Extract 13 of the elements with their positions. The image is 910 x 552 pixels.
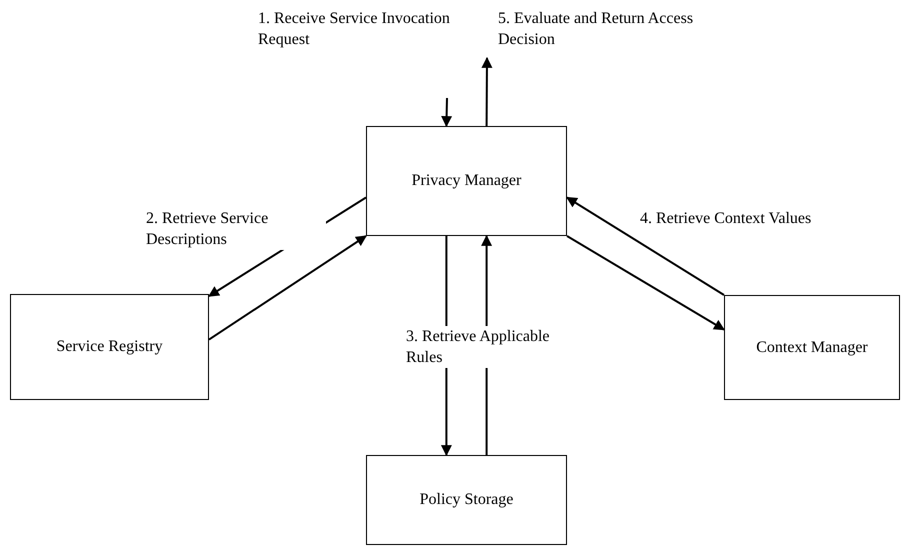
arrow	[566, 235, 725, 330]
node-label: Policy Storage	[420, 491, 514, 509]
arrow	[208, 235, 367, 340]
process-box	[366, 455, 567, 545]
node-label: Privacy Manager	[412, 172, 522, 190]
process-box	[10, 294, 209, 400]
arrow	[441, 98, 452, 128]
arrow	[566, 196, 725, 296]
node-label: Context Manager	[756, 338, 868, 356]
node-label: Service Registry	[56, 338, 163, 356]
process-box	[366, 126, 567, 236]
process-box	[724, 295, 900, 400]
arrow	[481, 56, 492, 126]
